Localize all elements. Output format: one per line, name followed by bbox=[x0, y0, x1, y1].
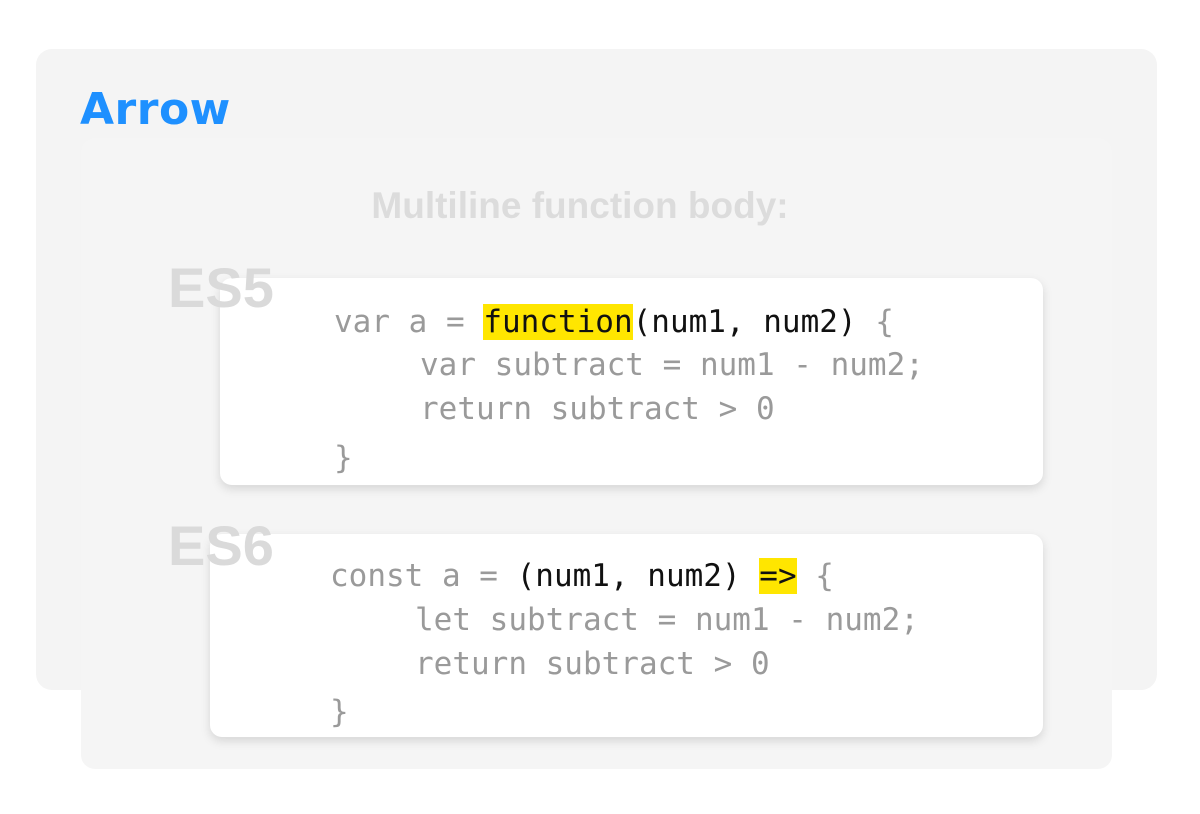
es6-code-line-2: let subtract = num1 - num2; bbox=[415, 602, 919, 638]
es5-var-decl: var a = bbox=[334, 304, 484, 340]
es5-code-line-2: var subtract = num1 - num2; bbox=[420, 347, 924, 383]
page-title: Arrow bbox=[80, 84, 231, 135]
es5-code-line-3: return subtract > 0 bbox=[420, 391, 775, 427]
es5-code-line-4: } bbox=[334, 440, 353, 476]
es5-code-line-1: var a = function(num1, num2) { bbox=[334, 302, 894, 342]
es6-code-line-1: const a = (num1, num2) => { bbox=[330, 556, 834, 596]
es5-open-brace: { bbox=[856, 304, 894, 340]
es6-code-line-4: } bbox=[330, 694, 349, 730]
es6-code-line-3: return subtract > 0 bbox=[415, 646, 770, 682]
es6-arrow-operator: => bbox=[759, 558, 797, 594]
es6-const-decl: const a = bbox=[330, 558, 517, 594]
es6-params: (num1, num2) bbox=[516, 558, 741, 594]
es6-label: ES6 bbox=[168, 514, 274, 577]
es5-params: (num1, num2) bbox=[632, 304, 857, 340]
es5-function-keyword: function bbox=[483, 304, 633, 340]
es6-open-brace: { bbox=[796, 558, 834, 594]
es6-code-card: const a = (num1, num2) => { let subtract… bbox=[210, 534, 1043, 737]
es5-label: ES5 bbox=[168, 256, 274, 319]
es5-code-card: var a = function(num1, num2) { var subtr… bbox=[220, 278, 1043, 485]
subtitle: Multiline function body: bbox=[371, 185, 789, 226]
